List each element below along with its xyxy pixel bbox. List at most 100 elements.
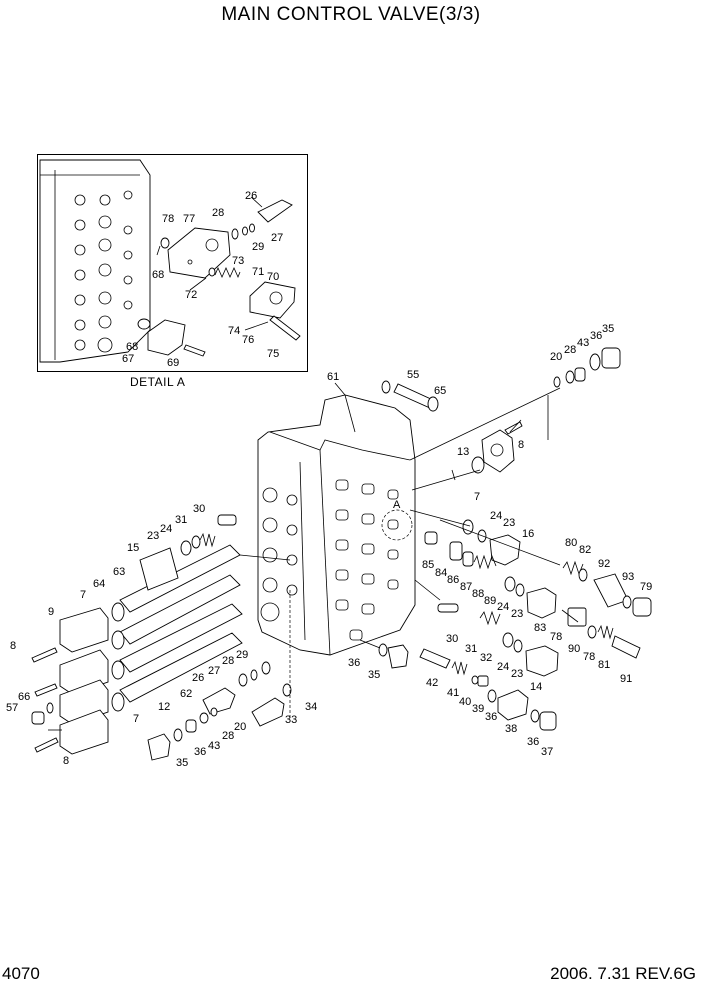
callout-42: 42: [426, 677, 438, 689]
callout-40: 40: [459, 696, 471, 708]
cap-9: [59, 602, 125, 755]
callout-d29: 29: [252, 241, 264, 253]
callout-81: 81: [598, 659, 610, 671]
page-number: 4070: [2, 964, 40, 983]
callout-37: 37: [541, 746, 553, 758]
callout-41: 41: [447, 687, 459, 699]
callout-38: 38: [505, 723, 517, 735]
plug-16: [462, 519, 521, 566]
callout-36b: 36: [348, 657, 360, 669]
callout-62: 62: [180, 688, 192, 700]
callout-20a: 20: [550, 351, 562, 363]
callout-28b: 28: [222, 655, 234, 667]
callout-8b: 8: [10, 640, 16, 652]
callout-87: 87: [460, 581, 472, 593]
callout-26b: 26: [192, 672, 204, 684]
callout-31b: 31: [465, 643, 477, 655]
callout-23b: 23: [511, 608, 523, 620]
callout-7c: 7: [133, 713, 139, 725]
callout-23d: 23: [147, 530, 159, 542]
callout-89: 89: [484, 595, 496, 607]
callout-86: 86: [447, 574, 459, 586]
callout-9: 9: [48, 606, 54, 618]
callout-d72: 72: [185, 289, 197, 301]
callout-63: 63: [113, 566, 125, 578]
callout-d67: 67: [122, 353, 134, 365]
callout-d68b: 68: [126, 341, 138, 353]
callout-28c: 28: [222, 730, 234, 742]
relief-valve-26: [202, 661, 271, 715]
callout-23c: 23: [511, 668, 523, 680]
detail-a-label: DETAIL A: [130, 375, 186, 389]
callout-35a: 35: [602, 323, 614, 335]
callout-88: 88: [472, 588, 484, 600]
callout-32: 32: [480, 652, 492, 664]
callout-24c: 24: [497, 661, 509, 673]
callout-7a: 7: [474, 491, 480, 503]
callout-d75: 75: [267, 348, 279, 360]
callout-36e: 36: [194, 746, 206, 758]
callout-d76: 76: [242, 334, 254, 346]
callout-detail-a: A: [393, 499, 401, 511]
detail-a-callouts: 26 28 78 77 29 27 73 68 71 70 72 74 76 7…: [122, 190, 283, 369]
detail-relief-26: [257, 199, 293, 223]
callout-30b: 30: [446, 633, 458, 645]
callout-13: 13: [457, 446, 469, 458]
callout-d74: 74: [228, 325, 240, 337]
callout-31a: 31: [175, 514, 187, 526]
bolts-8-left: [31, 647, 59, 753]
body-front-ports: [335, 479, 399, 641]
callout-15: 15: [127, 542, 139, 554]
callout-84: 84: [435, 567, 447, 579]
detail-a-drawing: [39, 159, 301, 363]
detail-a-frame: [37, 154, 308, 372]
callout-39: 39: [472, 703, 484, 715]
callout-d71: 71: [252, 266, 264, 278]
callout-61: 61: [327, 371, 339, 383]
callout-91: 91: [620, 673, 632, 685]
plug-35-center: [378, 643, 409, 669]
callout-92: 92: [598, 558, 610, 570]
callout-83: 83: [534, 622, 546, 634]
spool-62: [119, 632, 243, 703]
callout-36d: 36: [527, 736, 539, 748]
plug-92: [562, 560, 652, 617]
callout-16: 16: [522, 528, 534, 540]
flange-13: [471, 421, 523, 474]
callout-8c: 8: [63, 755, 69, 767]
bolt-65: [381, 380, 439, 412]
plug-33: [251, 683, 292, 727]
revision-date: 2006. 7.31 REV.6G: [550, 964, 696, 983]
callout-33: 33: [285, 714, 297, 726]
callout-12: 12: [158, 701, 170, 713]
callout-d73: 73: [232, 255, 244, 267]
valve-body-61: [257, 394, 416, 656]
callout-28a: 28: [564, 344, 576, 356]
detail-plate-67: [147, 319, 186, 356]
callout-23a: 23: [503, 517, 515, 529]
callout-78a: 78: [550, 631, 562, 643]
plug-35-left: [147, 707, 218, 761]
spring-group-85-89: [424, 531, 557, 619]
callout-24d: 24: [160, 523, 172, 535]
callout-24a: 24: [490, 510, 502, 522]
callout-d77: 77: [183, 213, 195, 225]
plug-14: [437, 603, 559, 677]
callout-36c: 36: [485, 711, 497, 723]
callout-82: 82: [579, 544, 591, 556]
detail-block-77: [167, 227, 231, 279]
plug-chain-right-top: [553, 347, 621, 388]
callout-85: 85: [422, 559, 434, 571]
callout-24b: 24: [497, 601, 509, 613]
callout-7b: 7: [80, 589, 86, 601]
callout-35b: 35: [368, 669, 380, 681]
page-title: MAIN CONTROL VALVE(3/3): [221, 4, 481, 25]
main-callouts: 61 55 65 8 13 7 20 28 43 36 35 A 24 23 1…: [6, 323, 652, 769]
callout-d28: 28: [212, 207, 224, 219]
callout-34: 34: [305, 701, 317, 713]
callout-29b: 29: [236, 649, 248, 661]
check-valve-38: [419, 648, 557, 731]
callout-20b: 20: [234, 721, 246, 733]
callout-64: 64: [93, 578, 105, 590]
